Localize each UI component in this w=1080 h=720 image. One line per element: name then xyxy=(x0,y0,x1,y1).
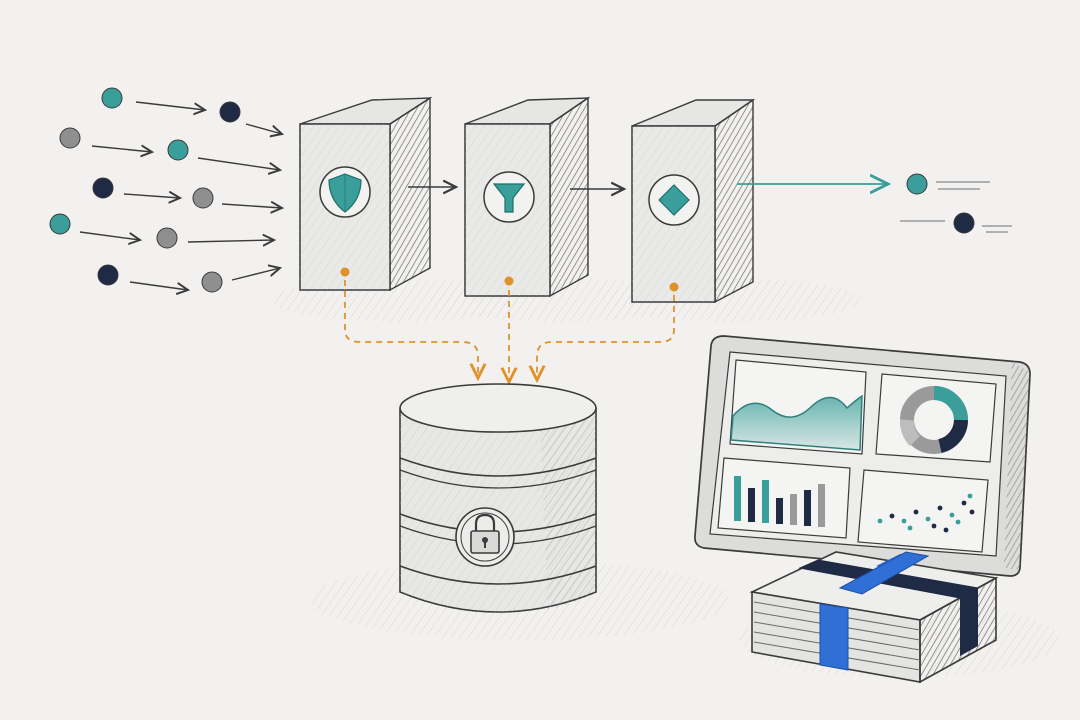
scatter-dot xyxy=(901,518,907,524)
flow-arrow xyxy=(91,146,152,152)
data-particle-gray xyxy=(156,227,178,249)
flow-arrow xyxy=(231,268,280,281)
scatter-dot xyxy=(907,525,913,531)
scatter-dots-panel xyxy=(857,469,989,553)
data-particle-teal xyxy=(101,87,123,109)
data-particle-gray xyxy=(201,271,223,293)
scatter-dot xyxy=(937,505,943,511)
scatter-dot xyxy=(967,493,973,499)
data-particle-navy xyxy=(97,264,119,286)
data-particle-navy xyxy=(219,101,241,123)
flow-arrow xyxy=(129,281,188,290)
data-particle-teal xyxy=(167,139,189,161)
scatter-dot xyxy=(955,519,961,525)
secure-database xyxy=(399,383,597,613)
flow-arrow xyxy=(221,204,282,208)
area-chart-panel xyxy=(729,359,867,455)
data-particle-teal xyxy=(906,173,928,195)
funnel-icon xyxy=(483,171,535,223)
outgoing-data-stream xyxy=(900,173,1012,234)
data-particle-teal xyxy=(49,213,71,235)
scatter-dot xyxy=(969,509,975,515)
flow-arrow xyxy=(245,123,282,134)
scatter-dot xyxy=(949,512,955,518)
stage-connectors xyxy=(408,184,888,189)
shield-icon xyxy=(319,166,371,218)
data-particle-navy xyxy=(953,212,975,234)
pipeline-stage-filter xyxy=(464,96,591,298)
flow-arrow xyxy=(123,194,180,198)
analytics-dashboard xyxy=(694,335,1031,577)
scatter-dot xyxy=(925,516,931,522)
scatter-dot xyxy=(877,518,883,524)
scatter-dot xyxy=(913,509,919,515)
data-particle-gray xyxy=(59,127,81,149)
data-archive-bundle xyxy=(749,551,999,684)
scatter-dot xyxy=(943,527,949,533)
padlock-icon xyxy=(455,507,515,567)
scatter-dot xyxy=(889,513,895,519)
diamond-icon xyxy=(648,174,700,226)
status-led xyxy=(504,276,514,286)
status-led xyxy=(340,267,350,277)
bar-chart-panel xyxy=(717,457,851,539)
status-led xyxy=(669,282,679,292)
flow-arrow xyxy=(197,157,280,170)
scatter-dot xyxy=(961,500,967,506)
data-particle-navy xyxy=(92,177,114,199)
pipeline-stage-transform xyxy=(631,98,756,304)
incoming-data-stream xyxy=(49,87,282,293)
pipeline-stage-validate xyxy=(299,96,433,292)
data-particle-gray xyxy=(192,187,214,209)
flow-arrow xyxy=(79,231,140,240)
flow-arrow xyxy=(187,240,274,242)
scatter-dot xyxy=(931,523,937,529)
donut-chart-panel xyxy=(875,373,997,463)
log-flows-to-storage xyxy=(344,280,675,382)
flow-arrow xyxy=(135,101,205,110)
